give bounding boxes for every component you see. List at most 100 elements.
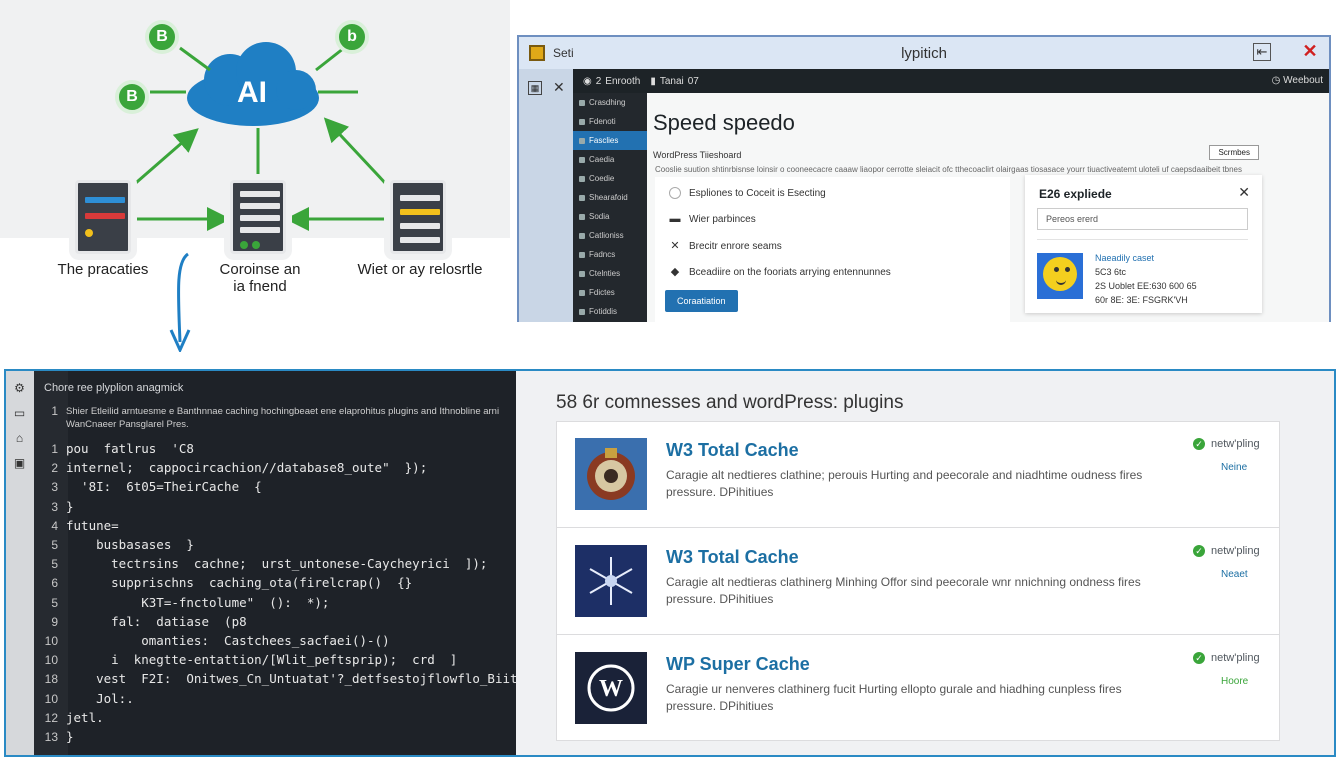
- code-line[interactable]: 3 '8I: 6t05=TheirCache {: [34, 479, 516, 498]
- code-line[interactable]: 5 busbasases }: [34, 537, 516, 556]
- sidebar-item[interactable]: Fdictes: [573, 283, 647, 302]
- save-icon[interactable]: ▣: [13, 456, 26, 470]
- wordpress-logo-icon: W: [575, 652, 647, 724]
- sidebar-item[interactable]: Catlioniss: [573, 226, 647, 245]
- line-number: 12: [44, 710, 58, 725]
- code-line[interactable]: 5 tectrsins cachne; urst_untonese-Cayche…: [34, 556, 516, 575]
- modal-meta: 2S Uoblet EE:630 600 65: [1095, 281, 1197, 291]
- label-right: Wiet or ay relosrtle: [357, 261, 483, 278]
- code-text: tectrsins cachne; urst_untonese-Caycheyr…: [66, 556, 488, 572]
- code-text: }: [66, 498, 74, 514]
- window-icon[interactable]: ▭: [13, 406, 26, 420]
- plugin-card[interactable]: W3 Total Cache Caragie alt nedtieras cla…: [557, 529, 1279, 635]
- menu-icon: [579, 118, 585, 125]
- sidebar-item[interactable]: Shearafoid: [573, 188, 647, 207]
- plugin-card[interactable]: W3 Total Cache Caragie alt nedtieres cla…: [557, 422, 1279, 528]
- option-item[interactable]: ✕Brecitr enrore seams: [670, 240, 782, 252]
- menu-icon: [579, 137, 585, 144]
- modal-search-input[interactable]: Pereos ererd: [1037, 208, 1248, 230]
- code-line[interactable]: 3}: [34, 499, 516, 518]
- option-item[interactable]: ▬Wier parbinces: [669, 213, 756, 225]
- calendar-icon[interactable]: ▦: [528, 81, 542, 95]
- plugin-description: Caragie alt nedtieras clathinerg Minhing…: [666, 575, 1141, 606]
- close-button[interactable]: ✕: [1302, 41, 1318, 61]
- admin-content: Speed speedo WordPress Tiieshoard Scrmbe…: [647, 93, 1329, 322]
- line-number: 5: [51, 538, 58, 552]
- plugins-panel: 58 6r comnesses and wordPress: plugins W…: [516, 371, 1334, 755]
- code-line[interactable]: 10 i knegtte-entattion/[Wlit_peftsprip);…: [34, 652, 516, 671]
- sidebar-item[interactable]: Crasdhing: [573, 93, 647, 112]
- sidebar-item[interactable]: Gorboniss: [573, 321, 647, 322]
- modal-meta: 60r 8E: 3E: FSGRK'VH: [1095, 295, 1188, 305]
- close-icon[interactable]: ✕: [553, 79, 565, 95]
- sidebar-item-label: Coedie: [589, 174, 615, 183]
- badge-left: B: [115, 80, 149, 114]
- code-line[interactable]: 12 jetl.: [34, 710, 516, 729]
- screen-options-button[interactable]: Scrmbes: [1209, 145, 1259, 160]
- plugin-name[interactable]: W3 Total Cache: [666, 440, 799, 460]
- settings-icon[interactable]: ⚙: [14, 381, 25, 395]
- code-line[interactable]: 10 omanties: Castchees_sacfaei()-(): [34, 633, 516, 652]
- plugin-status: ✓netw'pling: [1193, 652, 1260, 664]
- sidebar-item[interactable]: Fotiddis: [573, 302, 647, 321]
- modal-close-icon[interactable]: ✕: [1238, 184, 1250, 200]
- code-text: fal: datiase (p8: [66, 613, 247, 629]
- sidebar-item[interactable]: Ctelnties: [573, 264, 647, 283]
- line-number: 9: [51, 614, 58, 629]
- code-text: busbasases }: [66, 537, 194, 552]
- sidebar-item[interactable]: Coedie: [573, 169, 647, 188]
- code-text: supprischns caching_ota(firelcrap() {}: [66, 575, 413, 591]
- option-item[interactable]: Espliones to Coceit is Esecting: [669, 187, 826, 199]
- check-icon: ✓: [1193, 545, 1205, 557]
- code-line[interactable]: 9 fal: datiase (p8: [34, 614, 516, 633]
- menu-icon: [579, 175, 585, 182]
- plugin-status: ✓netw'pling: [1193, 545, 1260, 557]
- plugin-card[interactable]: W WP Super Cache Caragie ur nenveres cla…: [557, 636, 1279, 742]
- sidebar-item[interactable]: Sodia: [573, 207, 647, 226]
- modal-link[interactable]: Naeadily caset: [1095, 253, 1155, 263]
- primary-button[interactable]: Coraatiation: [665, 290, 738, 312]
- code-line[interactable]: 13}: [34, 729, 516, 748]
- plugin-sub-link[interactable]: Neine: [1221, 462, 1248, 473]
- code-line[interactable]: 6 supprischns caching_ota(firelcrap() {}: [34, 575, 516, 594]
- code-line[interactable]: 5 K3T=-fnctolume" (): *);: [34, 595, 516, 614]
- plugin-sub-link[interactable]: Neaet: [1221, 569, 1248, 580]
- minimize-button[interactable]: ⇤: [1253, 43, 1271, 61]
- sidebar-item-label: Fdictes: [589, 288, 615, 297]
- line-number: 3: [51, 499, 58, 514]
- line-number: 10: [44, 634, 58, 648]
- line-number: 10: [44, 691, 58, 706]
- line-number: 4: [51, 518, 58, 533]
- plugin-sub-link[interactable]: Hoore: [1221, 676, 1249, 687]
- line-number: 6: [51, 576, 58, 591]
- option-item[interactable]: ◆Bceadiire on the fooriats arrying enten…: [670, 266, 891, 278]
- plugin-name[interactable]: WP Super Cache: [666, 654, 810, 674]
- plugin-name[interactable]: W3 Total Cache: [666, 547, 799, 567]
- code-text: jetl.: [66, 709, 104, 725]
- sidebar-item[interactable]: Fdenoti: [573, 112, 647, 131]
- code-line[interactable]: 18 vest F2I: Onitwes_Cn_Untuatat'?_detfs…: [34, 671, 516, 690]
- sidebar-item[interactable]: Caedia: [573, 150, 647, 169]
- radio-icon[interactable]: [669, 187, 681, 199]
- sidebar-item-label: Fasclies: [589, 136, 619, 145]
- server-right-icon: [390, 180, 446, 254]
- line-number: 5: [51, 595, 58, 610]
- home-icon[interactable]: ⌂: [15, 431, 24, 445]
- plugin-description: Caragie ur nenveres clathinerg fucit Hur…: [666, 682, 1122, 713]
- sidebar-item[interactable]: Fasclies: [573, 131, 647, 150]
- admin-bar-user[interactable]: ◷ Weebout: [1271, 75, 1323, 86]
- menu-icon: [579, 99, 585, 106]
- menu-icon: [579, 213, 585, 220]
- code-text: omanties: Castchees_sacfaei()-(): [66, 633, 390, 648]
- sidebar-item[interactable]: Fadncs: [573, 245, 647, 264]
- code-line[interactable]: 10 Jol:.: [34, 691, 516, 710]
- code-text: vest F2I: Onitwes_Cn_Untuatat'?_detfsest…: [66, 671, 516, 687]
